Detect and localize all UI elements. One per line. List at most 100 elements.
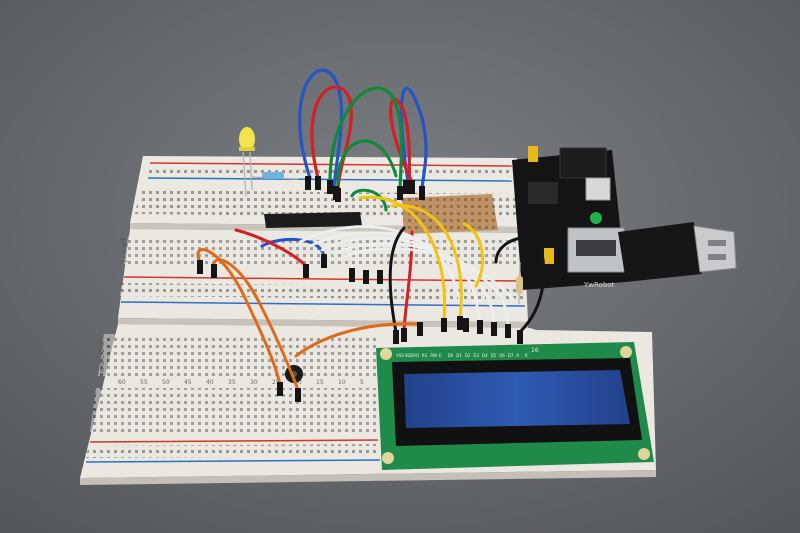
wire-green (336, 139, 398, 192)
lcd-pin-label: D1 (456, 353, 462, 358)
lcd-pin-label: D7 (508, 353, 514, 358)
lcd-pin-label: VDD (405, 353, 414, 358)
column-number: 45 (184, 379, 192, 386)
wire-plug (457, 316, 463, 330)
wire-plug (295, 388, 301, 402)
wire-plug (211, 264, 217, 278)
wire-orange (212, 258, 300, 392)
lcd-pin-end: 16 (531, 347, 539, 354)
column-number: 20 (294, 379, 302, 386)
wire-plug (441, 318, 447, 332)
power-switch (585, 177, 611, 201)
lcd-pin-label: D0 (448, 353, 454, 358)
wire-white (344, 247, 516, 302)
wire-red (389, 97, 414, 190)
wire-plug (403, 180, 409, 194)
wire-yellow (358, 195, 447, 322)
ywrobot-label: YwRobot (583, 281, 615, 289)
wire-black (494, 236, 546, 334)
yellow-led (239, 127, 255, 197)
column-number: 25 (272, 379, 280, 386)
lcd-pin-label: K (525, 353, 528, 358)
wire-plug (303, 264, 309, 278)
wire-plug (463, 318, 469, 332)
wire-orange (196, 248, 282, 386)
power-led (590, 212, 602, 224)
lcd-pin-label: D6 (499, 353, 505, 358)
column-number: 15 (316, 379, 324, 386)
wire-plug (517, 330, 523, 344)
wire-plug (327, 180, 333, 194)
column-numbers: 5 10 15 20 25 30 35 40 45 50 55 60 (118, 379, 364, 386)
wire-plug (401, 328, 407, 342)
column-number: 50 (162, 379, 170, 386)
wire-blue (298, 68, 344, 190)
column-number: 30 (250, 379, 258, 386)
lcd-pin-label: D2 (465, 353, 471, 358)
wire-black (388, 226, 406, 334)
wire-plug (315, 176, 321, 190)
wire-plug (305, 176, 311, 190)
wire-plug (477, 320, 483, 334)
wire-plug (277, 382, 283, 396)
lcd-pin-label: RS (422, 353, 428, 358)
resistor-vertical (516, 261, 523, 305)
rail-red-line-2 (123, 276, 524, 282)
ic-chip (264, 212, 362, 228)
dc-barrel-jack (559, 147, 607, 179)
row-letters-top: j i h g f (120, 237, 128, 263)
wire-plug (377, 270, 383, 284)
wire-plug (419, 186, 425, 200)
wire-green (328, 86, 404, 190)
lcd-screen (404, 370, 630, 428)
wire-plug (393, 330, 399, 344)
wire-plug (397, 186, 403, 200)
usb-cable-plug (618, 222, 737, 282)
column-number: 5 (360, 379, 364, 386)
wire-green (350, 188, 388, 212)
wire-plug (491, 322, 497, 336)
wire-plug (349, 268, 355, 282)
wire-plug (363, 270, 369, 284)
lcd-pin-label: E (439, 353, 442, 358)
wire-red (234, 228, 308, 268)
lcd-mount-hole (380, 348, 392, 360)
rail-red-line-3 (89, 439, 379, 443)
wire-yellow (462, 222, 485, 288)
wire-plug-ends (197, 176, 523, 402)
lcd-pin-label: D4 (482, 353, 488, 358)
wire-plug (333, 186, 339, 200)
column-number: 35 (228, 379, 236, 386)
lcd-pin-label: VO (413, 353, 419, 358)
resistor (251, 172, 299, 180)
lcd-mount-hole (382, 452, 394, 464)
lcd-mount-hole (638, 448, 650, 460)
power-supply-module: YwRobot (512, 146, 626, 290)
jumper-yellow-2 (544, 248, 554, 264)
wire-white (332, 242, 510, 328)
lcd-pin-start: 1 (384, 349, 388, 356)
wire-plug (321, 254, 327, 268)
column-number: 10 (338, 379, 346, 386)
rail-blue-line-3 (85, 459, 381, 463)
lcd-pin-label: D3 (473, 353, 479, 358)
wire-plug (409, 180, 415, 194)
header-pins (528, 182, 558, 204)
wire-orange (294, 322, 422, 358)
lcd-pin-label: VSS (396, 353, 404, 358)
rail-blue-line-2 (120, 301, 526, 307)
jumper-yellow (528, 146, 538, 162)
lcd-mount-hole (620, 346, 632, 358)
column-number: 55 (140, 379, 148, 386)
lcd-pin-label: A (516, 353, 519, 358)
proto-pcb (402, 194, 498, 234)
wire-yellow (390, 204, 463, 320)
jumper-wires (196, 68, 546, 392)
wire-plug (197, 260, 203, 274)
column-number: 40 (206, 379, 214, 386)
lcd-pin-label: RW (430, 353, 437, 358)
column-number: 60 (118, 379, 126, 386)
row-letters-bottom: e d c b a (98, 342, 106, 372)
